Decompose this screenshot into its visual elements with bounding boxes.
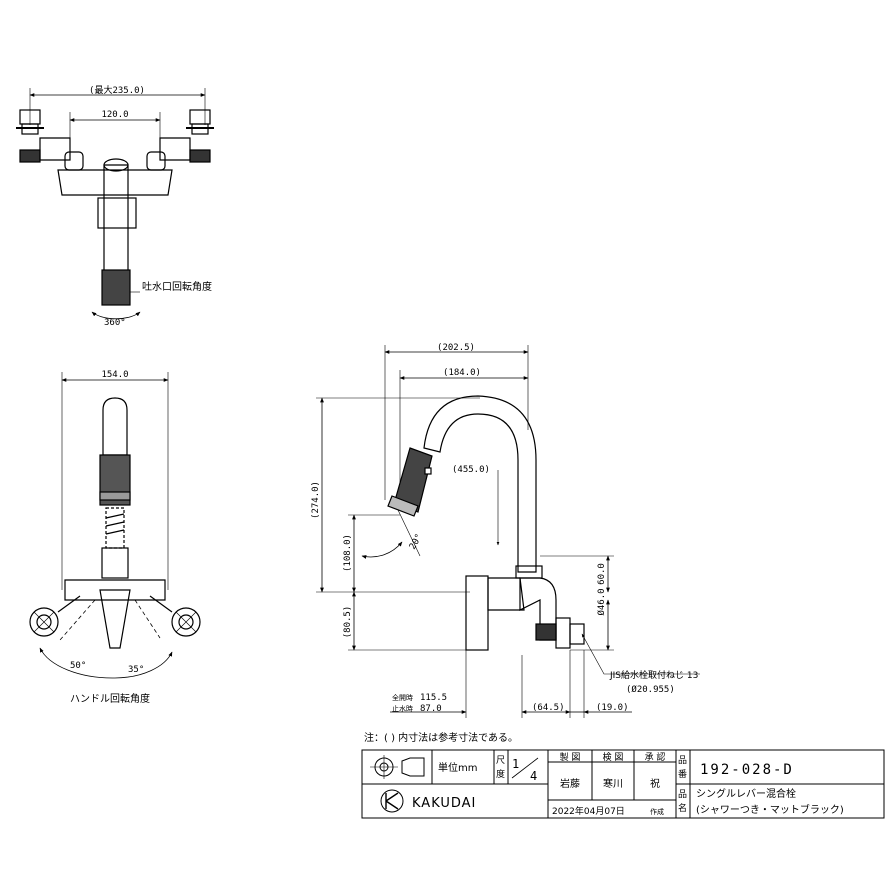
dim-front-width: 154.0 (101, 370, 128, 380)
handle-rotation-label: ハンドル回転角度 (70, 692, 150, 705)
scale-label-1: 尺 (496, 755, 505, 766)
dim-center-distance: 120.0 (101, 110, 128, 120)
checked-by: 寒川 (603, 777, 623, 790)
full-open-value: 115.5 (420, 693, 447, 703)
handle-angle-right: 35° (128, 665, 144, 675)
dim-60: 60.0 (597, 563, 607, 585)
name-label-2: 名 (678, 802, 687, 814)
creation-suffix: 作成 (650, 807, 664, 816)
approve-label: 承 認 (645, 751, 666, 763)
dim-diameter-46: Ø46.0 (596, 588, 607, 615)
shower-angle: 20° (408, 532, 425, 551)
dim-108: (108.0) (343, 534, 353, 572)
stop-label: 止水時 (392, 704, 413, 713)
dim-80-5: (80.5) (343, 606, 353, 639)
dim-64-5: (64.5) (532, 703, 565, 713)
reference-note: 注：( ) 内寸法は参考寸法である。 (364, 731, 518, 744)
brand-logo-text: KAKUDAI (412, 796, 476, 811)
side-view (316, 345, 700, 718)
handle-angle-left: 50° (70, 661, 86, 671)
unit-label: 単位mm (438, 761, 477, 774)
creation-date: 2022年04月07日 (552, 805, 625, 817)
part-no-label-1: 品 (678, 755, 687, 766)
part-no-label-2: 番 (678, 768, 687, 780)
dim-202-5: (202.5) (437, 343, 475, 353)
dim-overall-width: (最大235.0) (89, 84, 145, 96)
dim-455: (455.0) (452, 465, 490, 475)
product-name-line2: (シャワーつき・マットブラック) (696, 803, 844, 816)
made-by: 岩藤 (560, 777, 580, 790)
scale-denominator: 4 (530, 769, 539, 783)
part-number: 192-028-D (700, 762, 794, 778)
title-block (361, 749, 885, 819)
front-view (29, 372, 201, 679)
scale-numerator: 1 (512, 757, 521, 771)
dim-274: (274.0) (311, 481, 321, 519)
jis-thread-label: JIS給水栓取付ねじ 13 (609, 669, 698, 681)
approved-by: 祝 (650, 777, 660, 790)
check-label: 検 図 (603, 751, 624, 763)
spout-rotation-angle: 360° (104, 318, 126, 328)
stop-value: 87.0 (420, 704, 442, 714)
full-open-label: 全開時 (392, 693, 413, 702)
dim-19: (19.0) (596, 703, 629, 713)
made-label: 製 図 (560, 751, 581, 763)
dim-184: (184.0) (443, 368, 481, 378)
scale-label-2: 度 (496, 768, 505, 780)
jis-thread-diameter: (Ø20.955) (626, 684, 675, 695)
product-name-line1: シングルレバー混合栓 (696, 787, 796, 800)
name-label-1: 品 (678, 789, 687, 800)
top-view (16, 88, 214, 320)
spout-rotation-label: 吐水口回転角度 (142, 280, 212, 293)
